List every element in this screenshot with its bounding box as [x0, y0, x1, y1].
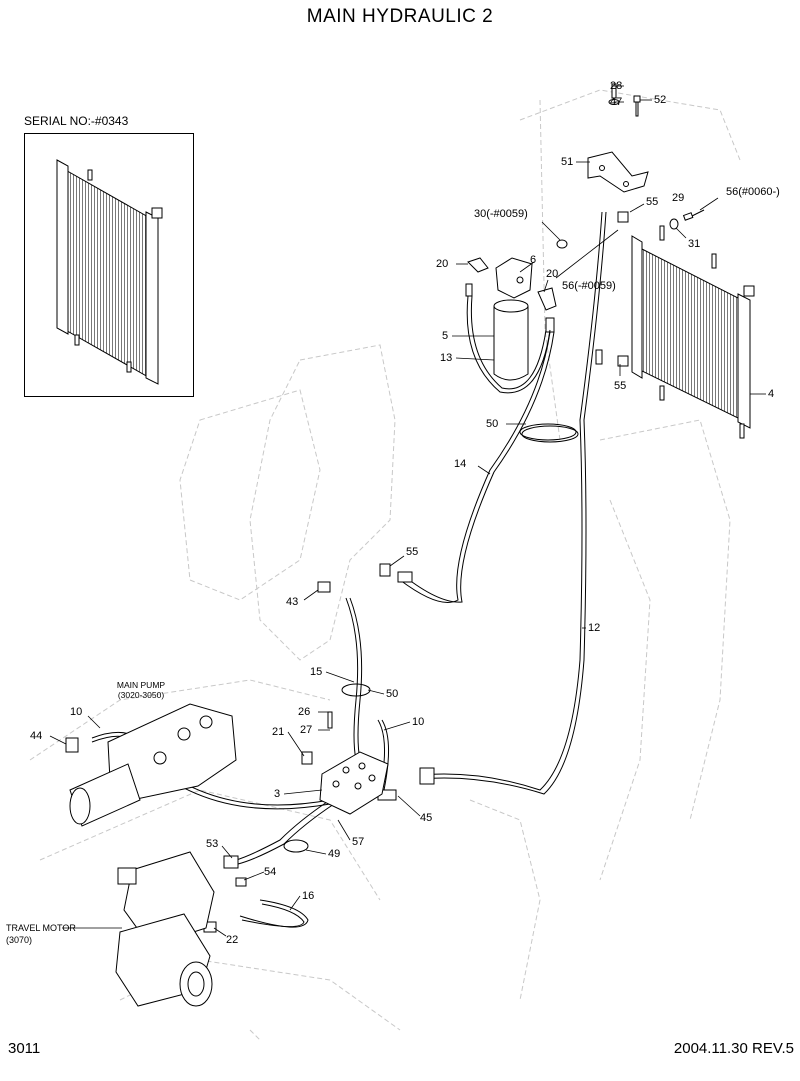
callout-28: 28 [610, 80, 623, 92]
revision-date: 2004.11.30 REV.5 [673, 1040, 794, 1057]
page-title: MAIN HYDRAULIC 2 [306, 6, 494, 27]
callout-12: 12 [588, 622, 601, 634]
callout-57: 57 [352, 836, 365, 848]
main-pump [69, 703, 237, 827]
main-pump-label: MAIN PUMP (3020-3050) [96, 680, 186, 700]
hose-clamps [283, 423, 579, 853]
callout-20-left: 20 [436, 258, 449, 270]
callout-55-mid: 55 [614, 380, 627, 392]
callout-6: 6 [530, 254, 537, 266]
callout-30: 30(-#0059) [474, 208, 528, 220]
callout-45: 45 [420, 812, 433, 824]
callout-56-before: 56(-#0059) [562, 280, 616, 292]
callout-50-low: 50 [386, 688, 399, 700]
hose-lines [91, 211, 607, 928]
callout-55-low: 55 [406, 546, 419, 558]
oil-cooler [631, 225, 755, 439]
leader-lines [49, 85, 766, 937]
callout-51: 51 [561, 156, 574, 168]
callout-26: 26 [298, 706, 311, 718]
callout-44: 44 [30, 730, 43, 742]
callout-49: 49 [328, 848, 341, 860]
callout-10-right: 10 [412, 716, 425, 728]
callout-5: 5 [442, 330, 449, 342]
callout-47: 47 [610, 96, 623, 108]
callout-4: 4 [768, 388, 775, 400]
control-valve [319, 751, 389, 815]
travel-motors [115, 851, 215, 1007]
callout-15: 15 [310, 666, 323, 678]
serial-inset-box [24, 133, 194, 397]
main-pump-name: MAIN PUMP [116, 680, 166, 690]
page-number: 3011 [8, 1040, 41, 1057]
callout-27: 27 [300, 724, 313, 736]
callout-16: 16 [302, 890, 315, 902]
callout-55-top: 55 [646, 196, 659, 208]
callout-3: 3 [274, 788, 281, 800]
callout-14: 14 [454, 458, 467, 470]
callout-43: 43 [286, 596, 299, 608]
callout-56-after: 56(#0060-) [726, 186, 780, 198]
callout-20-right: 20 [546, 268, 559, 280]
callout-22: 22 [226, 934, 239, 946]
return-filter [465, 239, 603, 381]
travel-motor-name: TRAVEL MOTOR [6, 923, 76, 933]
callout-54: 54 [264, 866, 277, 878]
main-pump-ref: (3020-3050) [117, 690, 165, 700]
callout-50-top: 50 [486, 418, 499, 430]
callout-52: 52 [654, 94, 667, 106]
travel-motor-ref: (3070) [6, 935, 33, 945]
inset-radiator [56, 159, 163, 385]
callout-31: 31 [688, 238, 701, 250]
serial-label: SERIAL NO:-#0343 [24, 114, 129, 128]
callout-21: 21 [272, 726, 285, 738]
callout-29: 29 [672, 192, 685, 204]
callout-53: 53 [206, 838, 219, 850]
callout-13: 13 [440, 352, 453, 364]
fittings [65, 211, 629, 933]
callout-10-left: 10 [70, 706, 83, 718]
